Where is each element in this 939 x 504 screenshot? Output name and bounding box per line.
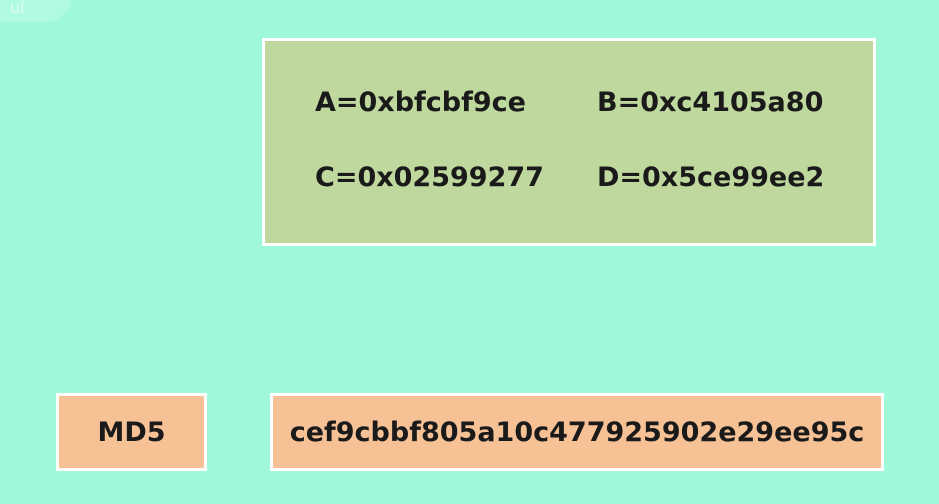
register-d: D=0x5ce99ee2 [597, 162, 825, 193]
md5-hash-box: cef9cbbf805a10c477925902e29ee95c [270, 393, 884, 471]
register-a: A=0xbfcbf9ce [315, 87, 526, 118]
register-c: C=0x02599277 [315, 162, 544, 193]
corner-ghost-label: ul [10, 0, 25, 17]
corner-ghost-button: ul [0, 0, 72, 22]
md5-label-box: MD5 [56, 393, 207, 471]
register-b: B=0xc4105a80 [597, 87, 824, 118]
md5-registers-box: A=0xbfcbf9ce B=0xc4105a80 C=0x02599277 D… [262, 38, 876, 246]
